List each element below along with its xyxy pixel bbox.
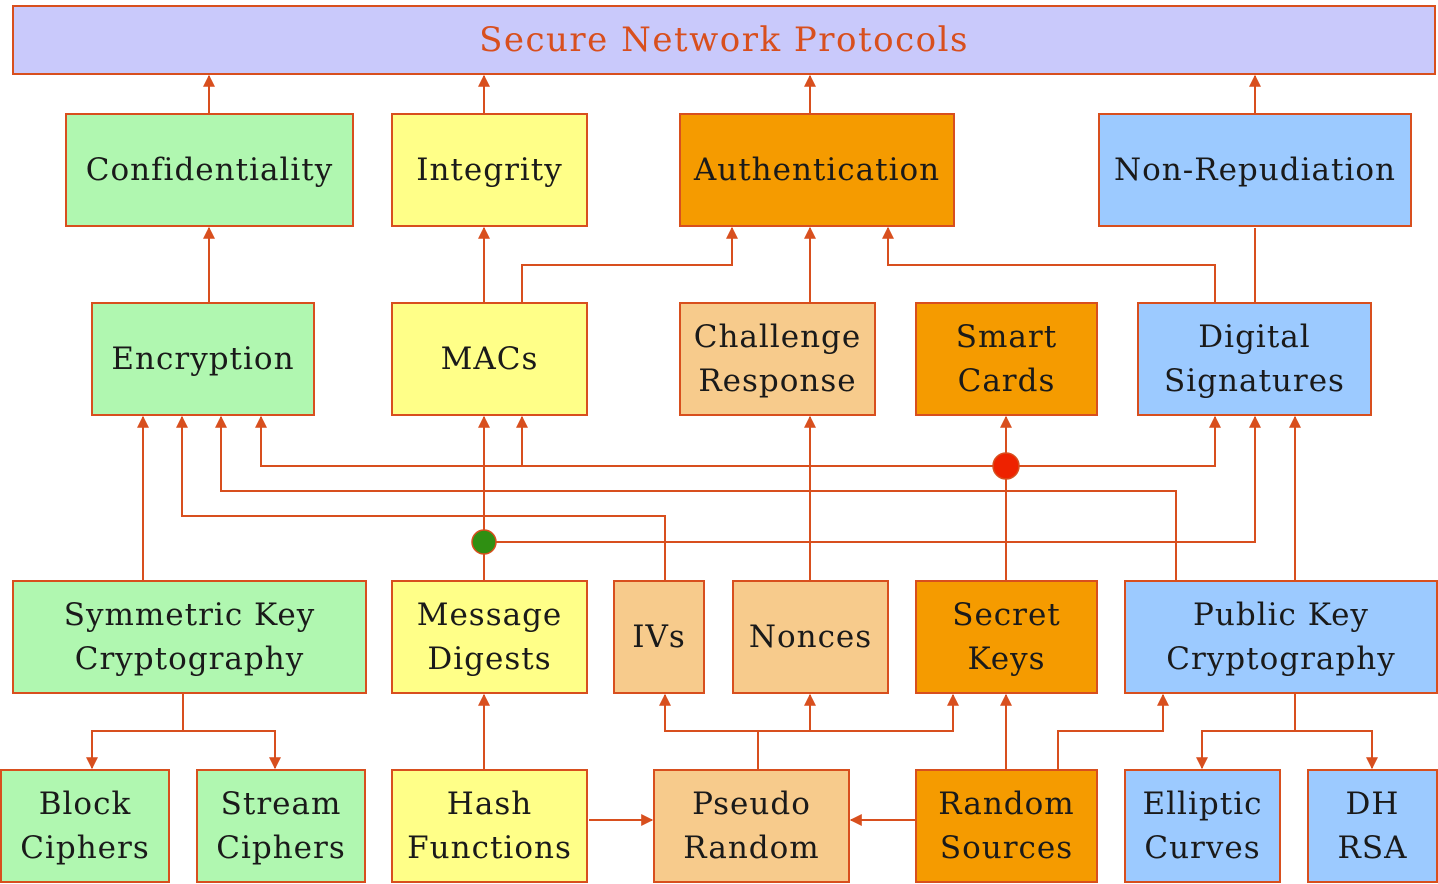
- connector-line-16: [215, 415, 1177, 580]
- smart-cards-line-1: Smart: [955, 319, 1058, 355]
- block-ciphers-line-2: Ciphers: [20, 830, 150, 866]
- non-repudiation-label: Non-Repudiation: [1114, 152, 1396, 188]
- block-ciphers-box: Block Ciphers: [0, 769, 170, 883]
- hash-functions-line-2: Functions: [407, 830, 572, 866]
- symmetric-key-line-2: Cryptography: [74, 641, 305, 677]
- pseudo-random-line-1: Pseudo: [692, 786, 811, 822]
- confidentiality-label: Confidentiality: [85, 152, 334, 188]
- macs-label: MACs: [440, 341, 539, 377]
- ivs-label: IVs: [632, 619, 686, 655]
- connector-line-22: [86, 694, 184, 770]
- dh-rsa-box: DH RSA: [1307, 769, 1438, 883]
- connector-line-18: [176, 415, 666, 580]
- authentication-label: Authentication: [693, 152, 941, 188]
- secret-keys-line-2: Keys: [967, 641, 1046, 677]
- elliptic-curves-box: Elliptic Curves: [1124, 769, 1281, 883]
- connector-line-23: [183, 730, 281, 770]
- hash-functions-line-1: Hash: [446, 786, 533, 822]
- message-digests-box: Message Digests: [391, 580, 588, 694]
- connector-line-9: [882, 226, 1216, 302]
- non-repudiation-box: Non-Repudiation: [1098, 113, 1412, 227]
- connector-line-14: [255, 415, 1006, 467]
- public-key-line-1: Public Key: [1193, 597, 1369, 633]
- block-ciphers-line-1: Block: [38, 786, 132, 822]
- dh-rsa-line-1: DH: [1345, 786, 1400, 822]
- connector-line-29: [1057, 693, 1169, 769]
- digital-signatures-line-2: Signatures: [1164, 363, 1345, 399]
- connector-line-7: [521, 226, 738, 302]
- hash-functions-box: Hash Functions: [391, 769, 588, 883]
- integrity-box: Integrity: [391, 113, 588, 227]
- symmetric-key-line-1: Symmetric Key: [63, 597, 316, 633]
- integrity-label: Integrity: [416, 152, 563, 188]
- green-junction-dot: [471, 529, 497, 555]
- pseudo-random-box: Pseudo Random: [653, 769, 850, 883]
- public-key-cryptography-box: Public Key Cryptography: [1124, 580, 1438, 694]
- confidentiality-box: Confidentiality: [65, 113, 354, 227]
- authentication-box: Authentication: [679, 113, 955, 227]
- random-sources-line-1: Random: [938, 786, 1075, 822]
- connector-line-13: [1006, 415, 1221, 467]
- stream-ciphers-line-1: Stream: [220, 786, 342, 822]
- connector-line-20: [484, 415, 1261, 543]
- digital-signatures-box: Digital Signatures: [1137, 302, 1372, 416]
- encryption-box: Encryption: [91, 302, 315, 416]
- challenge-response-line-2: Response: [698, 363, 857, 399]
- dh-rsa-line-2: RSA: [1337, 830, 1408, 866]
- message-digests-line-2: Digests: [427, 641, 552, 677]
- red-junction-dot: [992, 452, 1020, 480]
- nonces-label: Nonces: [748, 619, 873, 655]
- public-key-line-2: Cryptography: [1166, 641, 1396, 677]
- macs-box: MACs: [391, 302, 588, 416]
- nonces-box: Nonces: [732, 580, 889, 694]
- elliptic-curves-line-1: Elliptic: [1142, 786, 1263, 822]
- smart-cards-box: Smart Cards: [915, 302, 1098, 416]
- ivs-box: IVs: [613, 580, 705, 694]
- secret-keys-box: Secret Keys: [915, 580, 1098, 694]
- stream-ciphers-line-2: Ciphers: [216, 830, 346, 866]
- connector-line-25: [659, 693, 759, 769]
- connector-line-26: [758, 693, 959, 732]
- challenge-response-line-1: Challenge: [693, 319, 862, 355]
- random-sources-box: Random Sources: [915, 769, 1098, 883]
- connector-line-30: [1196, 694, 1296, 770]
- stream-ciphers-box: Stream Ciphers: [196, 769, 366, 883]
- encryption-label: Encryption: [111, 341, 295, 377]
- random-sources-line-2: Sources: [939, 830, 1074, 866]
- secret-keys-line-1: Secret: [952, 597, 1061, 633]
- digital-signatures-line-1: Digital: [1198, 319, 1311, 355]
- message-digests-line-1: Message: [416, 597, 563, 633]
- elliptic-curves-line-2: Curves: [1144, 830, 1261, 866]
- smart-cards-line-2: Cards: [957, 363, 1056, 399]
- pseudo-random-line-2: Random: [683, 830, 820, 866]
- connector-line-31: [1295, 730, 1378, 770]
- challenge-response-box: Challenge Response: [679, 302, 876, 416]
- symmetric-key-cryptography-box: Symmetric Key Cryptography: [12, 580, 367, 694]
- secure-network-protocols-box: Secure Network Protocols: [12, 5, 1436, 75]
- title-label: Secure Network Protocols: [479, 20, 969, 60]
